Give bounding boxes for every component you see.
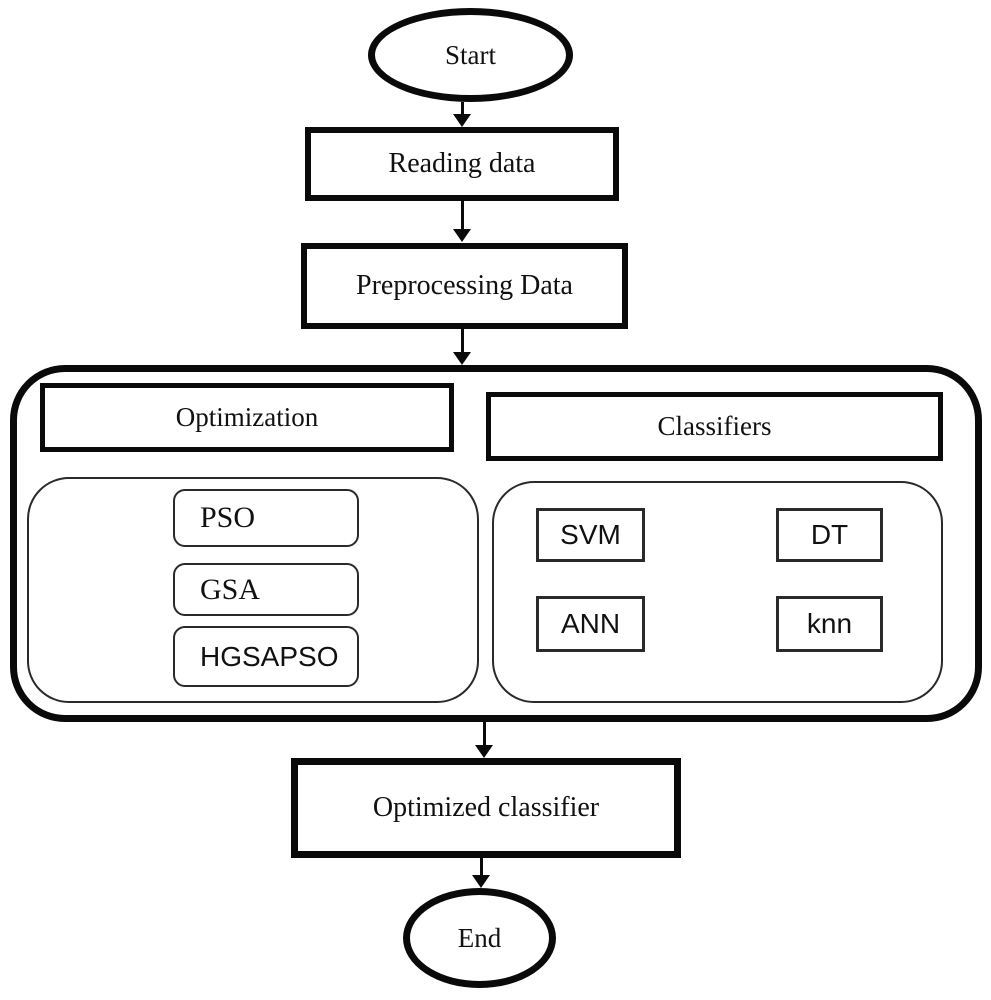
arrow-container-to-optimized <box>474 722 494 758</box>
classifier-label: knn <box>806 608 853 639</box>
classifier-label: SVM <box>560 519 621 550</box>
optimizer-item-hgsapso: HGSAPSO <box>173 626 359 687</box>
arrow-head-icon <box>453 352 471 365</box>
preprocessing-node: Preprocessing Data <box>301 243 628 329</box>
optimizer-label: GSA <box>200 572 261 606</box>
classifiers-header-label: Classifiers <box>657 411 772 441</box>
start-node: Start <box>368 8 573 102</box>
optimizer-item-pso: PSO <box>173 489 359 547</box>
arrow-stem <box>482 722 486 745</box>
arrow-optimized-to-end <box>471 858 491 888</box>
classifier-label: ANN <box>560 608 621 639</box>
end-label: End <box>457 922 502 953</box>
optimized-classifier-node: Optimized classifier <box>291 758 681 858</box>
start-label: Start <box>445 39 496 70</box>
arrow-preprocessing-to-container <box>452 329 472 365</box>
preprocessing-label: Preprocessing Data <box>356 270 573 301</box>
arrow-head-icon <box>472 875 490 888</box>
optimizer-label: HGSAPSO <box>200 640 339 672</box>
optimization-header: Optimization <box>40 383 454 452</box>
classifier-item-dt: DT <box>776 508 883 562</box>
end-node: End <box>403 888 556 988</box>
arrow-stem <box>460 201 464 229</box>
classifier-item-svm: SVM <box>536 508 645 562</box>
optimization-header-label: Optimization <box>175 402 319 432</box>
arrow-start-to-reading <box>452 102 472 127</box>
classifier-item-knn: knn <box>776 596 883 652</box>
arrow-head-icon <box>453 114 471 127</box>
reading-data-node: Reading data <box>305 127 619 201</box>
arrow-reading-to-preprocessing <box>452 201 472 242</box>
classifier-label: DT <box>810 519 849 550</box>
arrow-head-icon <box>453 229 471 242</box>
optimizer-item-gsa: GSA <box>173 563 359 616</box>
arrow-stem <box>460 102 464 114</box>
optimized-classifier-label: Optimized classifier <box>372 792 600 823</box>
classifier-item-ann: ANN <box>536 596 645 652</box>
classifiers-header: Classifiers <box>486 392 943 461</box>
optimizer-label: PSO <box>200 501 256 534</box>
arrow-stem <box>479 858 483 875</box>
reading-data-label: Reading data <box>388 148 536 179</box>
arrow-head-icon <box>475 745 493 758</box>
arrow-stem <box>460 329 464 352</box>
